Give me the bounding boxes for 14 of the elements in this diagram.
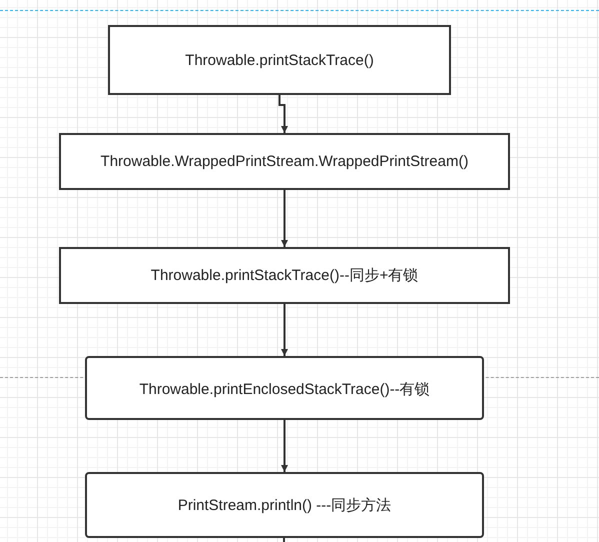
node-label: Throwable.printStackTrace(): [185, 52, 374, 68]
node-label: Throwable.printEnclosedStackTrace()--有锁: [139, 380, 430, 399]
process-box: [108, 25, 451, 95]
node-label: Throwable.printStackTrace()--同步+有锁: [150, 266, 418, 285]
arrow: [281, 304, 288, 356]
process-box: [85, 356, 484, 420]
arrow: [278, 95, 288, 133]
process-box: [59, 247, 510, 304]
node-label: PrintStream.println() ---同步方法: [178, 496, 392, 514]
process-box: [85, 472, 484, 538]
arrow: [281, 420, 288, 472]
node-label: Throwable.WrappedPrintStream.WrappedPrintStream(): [100, 153, 468, 170]
process-box: [59, 133, 510, 190]
arrow: [281, 190, 288, 247]
